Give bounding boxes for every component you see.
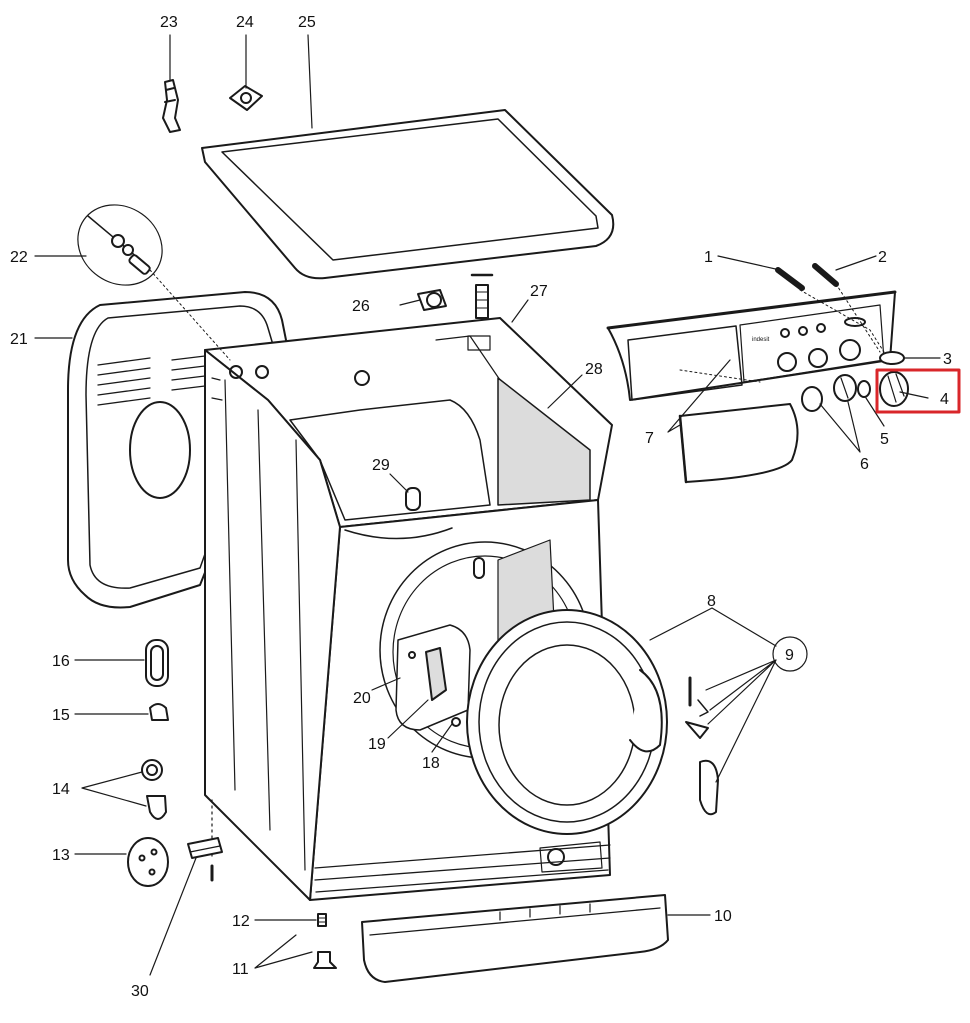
part-9-hinge-parts bbox=[685, 676, 719, 816]
part-23-hook bbox=[162, 79, 181, 133]
part-2-switch bbox=[812, 263, 839, 287]
callout-30: 30 bbox=[131, 983, 149, 1000]
part-11-foot bbox=[313, 951, 337, 969]
part-5-button bbox=[857, 380, 871, 398]
callout-14: 14 bbox=[52, 781, 70, 798]
callout-13: 13 bbox=[52, 847, 70, 864]
assembly-guide-lines bbox=[149, 269, 885, 383]
callout-21: 21 bbox=[10, 331, 28, 348]
control-panel bbox=[606, 290, 897, 401]
part-4-knob bbox=[879, 371, 909, 407]
callout-6: 6 bbox=[860, 456, 869, 473]
callout-26: 26 bbox=[352, 298, 370, 315]
part-16-filter-cover bbox=[145, 639, 169, 687]
callout-29: 29 bbox=[372, 457, 390, 474]
part-22-hinge-pins bbox=[77, 204, 163, 286]
callout-22: 22 bbox=[10, 249, 28, 266]
callout-11: 11 bbox=[232, 961, 249, 978]
callout-28: 28 bbox=[585, 361, 603, 378]
part-26-clamp bbox=[417, 289, 447, 311]
callout-23: 23 bbox=[160, 14, 178, 31]
callout-20: 20 bbox=[353, 690, 371, 707]
part-24-bracket bbox=[229, 85, 263, 111]
part-10-plinth bbox=[361, 894, 669, 983]
part-3-indicator bbox=[879, 351, 905, 365]
callout-24: 24 bbox=[236, 14, 254, 31]
callout-25: 25 bbox=[298, 14, 316, 31]
callout-9: 9 bbox=[785, 647, 794, 664]
part-7-drawer bbox=[678, 403, 799, 484]
callout-18: 18 bbox=[422, 755, 440, 772]
part-30-box bbox=[187, 837, 223, 882]
leader-lines bbox=[34, 34, 941, 976]
part-6-knobs bbox=[801, 374, 857, 412]
callout-27: 27 bbox=[530, 283, 548, 300]
callout-12: 12 bbox=[232, 913, 250, 930]
callout-1: 1 bbox=[704, 249, 713, 266]
callout-7: 7 bbox=[645, 430, 654, 447]
top-lid bbox=[201, 109, 615, 280]
callout-labels: 23 24 25 22 21 26 27 28 29 20 19 18 1 2 … bbox=[10, 14, 952, 1000]
part-14-pump-fittings bbox=[141, 759, 167, 820]
highlight-box-part-4 bbox=[875, 368, 961, 414]
callout-16: 16 bbox=[52, 653, 70, 670]
callout-2: 2 bbox=[878, 249, 887, 266]
callout-9-circle bbox=[772, 636, 808, 672]
part-27-spring bbox=[470, 273, 494, 319]
callout-15: 15 bbox=[52, 707, 70, 724]
part-15-clip bbox=[149, 703, 169, 721]
callout-4: 4 bbox=[940, 391, 949, 408]
brand-logo-text: indesit bbox=[752, 337, 770, 343]
part-13-disc bbox=[127, 837, 169, 887]
part-12-spring bbox=[317, 913, 327, 927]
door bbox=[466, 609, 668, 835]
part-1-switch bbox=[775, 267, 805, 291]
callout-5: 5 bbox=[880, 431, 889, 448]
callout-3: 3 bbox=[943, 351, 952, 368]
callout-10: 10 bbox=[714, 908, 732, 925]
callout-8: 8 bbox=[707, 593, 716, 610]
callout-19: 19 bbox=[368, 736, 386, 753]
door-lock bbox=[395, 624, 471, 731]
part-29-grommet bbox=[405, 487, 485, 579]
